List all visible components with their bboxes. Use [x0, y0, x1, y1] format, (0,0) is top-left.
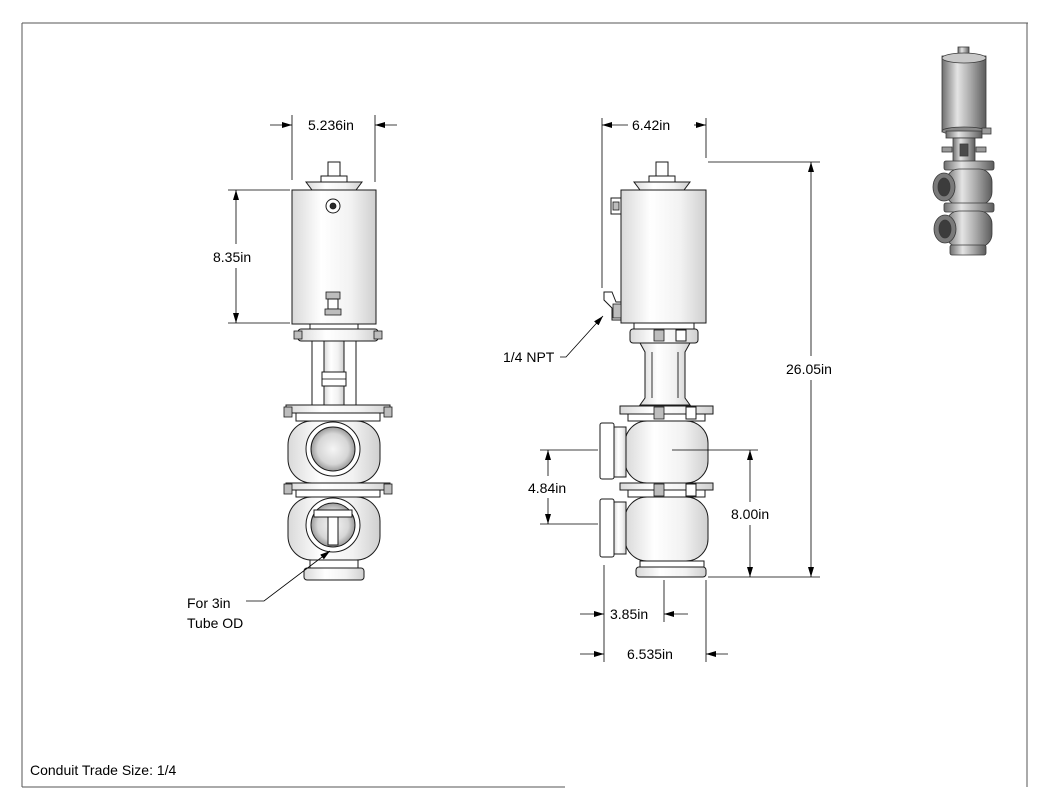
leader-line — [560, 315, 604, 358]
front-outlet-neck — [309, 559, 359, 569]
render-lower-port-bore — [938, 219, 952, 239]
render-actuator-clamp — [945, 130, 983, 139]
render-actuator-cylinder — [941, 55, 987, 133]
render-sensor-left — [941, 146, 953, 153]
front-body-top-clamp-bolt-left — [283, 406, 293, 418]
side-stem-collar — [648, 175, 676, 183]
dimension-label: 5.236in — [308, 117, 354, 133]
front-upper-clamp-bolt-left — [293, 330, 303, 340]
dimension-overall-depth: 6.535in — [580, 580, 728, 662]
side-air-port-nut — [612, 201, 620, 211]
side-middle-flange — [619, 482, 714, 491]
front-body-top-clamp — [295, 412, 381, 422]
drawing-frame — [21, 22, 1028, 788]
dimension-overall-height: 26.05in — [708, 161, 832, 578]
render-actuator-top — [941, 52, 987, 64]
front-bottom-fitting-nut — [325, 291, 341, 300]
front-top-flange — [305, 181, 363, 191]
leader-line — [246, 550, 331, 602]
side-lower-valve-body — [624, 496, 709, 562]
callout-npt-fitting: 1/4 NPT — [503, 315, 604, 365]
side-upper-clamp-hinge — [653, 329, 665, 342]
front-bottom-fitting-base — [324, 308, 342, 316]
render-air-fitting-right — [981, 127, 992, 135]
dimension-label: 8.35in — [213, 249, 251, 265]
render-yoke-window — [959, 143, 969, 157]
dimension-label: 4.84in — [528, 480, 566, 496]
dimension-label: 3.85in — [610, 606, 648, 622]
front-outlet-flange — [303, 567, 365, 581]
side-npt-fitting-nut — [612, 303, 622, 319]
side-body-top-clamp-latch — [685, 406, 697, 420]
callout-tube-od: For 3in Tube OD — [187, 550, 331, 631]
render-sensor-right — [975, 146, 987, 153]
front-air-port-hole — [329, 202, 337, 210]
dimension-label: 6.535in — [627, 646, 673, 662]
side-upper-port-ferrule — [599, 422, 615, 480]
front-middle-clamp — [295, 489, 381, 498]
callout-label: 1/4 NPT — [503, 349, 555, 365]
side-outlet-neck — [639, 560, 705, 568]
callout-label-line2: Tube OD — [187, 615, 243, 631]
valve-3d-render — [932, 46, 995, 256]
dimension-label: 8.00in — [731, 506, 769, 522]
side-upper-port-tube — [613, 426, 627, 478]
front-view-valve — [283, 161, 393, 581]
render-outlet-flange — [949, 244, 987, 256]
side-upper-clamp-latch — [675, 329, 687, 342]
front-actuator-base-plate — [309, 323, 359, 330]
dimension-label: 26.05in — [786, 361, 832, 377]
front-lower-port-stem-bar — [313, 509, 353, 518]
side-stem-nub — [655, 161, 669, 177]
dimension-port-offset: 3.85in — [580, 565, 688, 662]
side-outlet-flange — [635, 566, 707, 578]
side-top-flange — [633, 181, 691, 191]
side-lower-port-tube — [613, 501, 627, 555]
side-body-top-flange — [619, 405, 714, 415]
front-lower-port-stem — [327, 516, 339, 546]
dimension-port-spacing: 4.84in — [528, 449, 598, 525]
dimension-actuator-height: 8.35in — [213, 189, 290, 324]
side-actuator-body — [620, 189, 707, 324]
side-middle-clamp-latch — [685, 483, 697, 497]
side-yoke — [639, 342, 691, 406]
side-upper-valve-body — [624, 420, 709, 484]
conduit-trade-size-note: Conduit Trade Size: 1/4 — [30, 762, 177, 778]
side-middle-clamp-hinge — [653, 483, 665, 497]
front-upper-port-bore — [310, 426, 356, 472]
dimension-label: 6.42in — [632, 117, 670, 133]
front-body-top-flange — [285, 404, 391, 414]
side-lower-port-ferrule — [599, 498, 615, 558]
front-upper-clamp-bolt-right — [373, 330, 383, 340]
front-upper-clamp-band — [297, 328, 379, 342]
side-body-top-clamp-hinge — [653, 406, 665, 420]
front-middle-clamp-bolt-left — [283, 483, 293, 495]
front-stem-nub — [327, 161, 341, 177]
render-upper-port-bore — [937, 177, 951, 197]
front-middle-flange — [285, 482, 391, 491]
front-stem-collar — [320, 175, 348, 183]
dimension-side-width: 6.42in — [601, 117, 707, 288]
front-middle-clamp-bolt-right — [383, 483, 393, 495]
callout-label-line1: For 3in — [187, 595, 231, 611]
dimension-port-to-bottom: 8.00in — [708, 449, 769, 577]
front-bottom-fitting-body — [327, 298, 339, 310]
side-view-valve — [599, 161, 714, 578]
front-body-top-clamp-bolt-right — [383, 406, 393, 418]
side-actuator-base-plate — [633, 322, 695, 330]
dimension-front-width: 5.236in — [270, 115, 397, 182]
